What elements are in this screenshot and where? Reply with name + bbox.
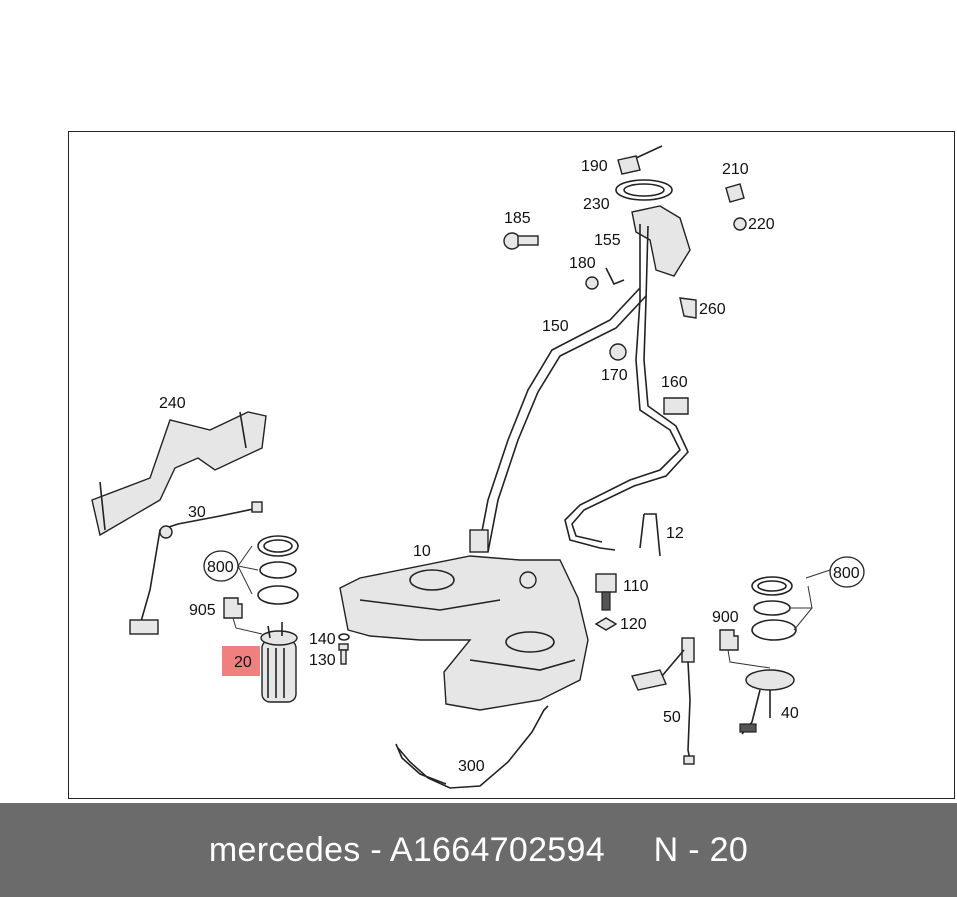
strap-300: [397, 705, 549, 789]
grommet-210: [725, 183, 745, 203]
parts-diagram: 190 230 210 220 185 155 180 260 150 170 …: [91, 145, 865, 789]
sensor-cable-50: [631, 637, 695, 765]
clip-260: [679, 297, 697, 319]
footer-caption: mercedes - A1664702594 N - 20: [209, 831, 748, 870]
filler-neck-155: [564, 205, 691, 551]
callout-50: 50: [663, 709, 681, 726]
callout-240: 240: [159, 395, 186, 412]
grommet-170: [609, 343, 627, 361]
reference-number: 20: [709, 830, 749, 869]
connector-905: [223, 597, 243, 619]
callout-185: 185: [504, 210, 531, 227]
callout-10: 10: [413, 543, 431, 560]
fuel-pump-20: [260, 622, 298, 703]
bolt-185: [503, 232, 539, 250]
callout-12: 12: [666, 525, 684, 542]
nut-220: [733, 217, 747, 231]
callout-150: 150: [542, 318, 569, 335]
bracket-180: [585, 267, 625, 290]
callout-170: 170: [601, 367, 628, 384]
brand-name: mercedes: [208, 830, 361, 869]
callout-260: 260: [699, 301, 726, 318]
highlight-box: [222, 646, 260, 676]
seal-rings-800-left: [257, 535, 299, 605]
part-number: A1664702594: [389, 830, 605, 869]
callout-140: 140: [309, 631, 336, 648]
fuel-cap-190: [617, 145, 663, 175]
spacer: [605, 831, 654, 869]
connector-900: [719, 629, 739, 651]
separator: -: [360, 830, 390, 869]
clamp-160: [663, 397, 689, 415]
reference-prefix: N -: [653, 830, 710, 869]
filler-pipe-150: [469, 287, 647, 553]
callout-20: 20: [234, 654, 252, 671]
sensor-cable-30: [129, 501, 263, 635]
heat-shield-240: [91, 411, 267, 537]
callout-230: 230: [583, 196, 610, 213]
callout-130: 130: [309, 652, 336, 669]
bracket-12: [639, 513, 661, 557]
callout-905: 905: [189, 602, 216, 619]
callout-800-right: 800: [829, 556, 865, 588]
svg-text:800: 800: [833, 565, 860, 582]
callout-900: 900: [712, 609, 739, 626]
callout-160: 160: [661, 374, 688, 391]
footer-bar: mercedes - A1664702594 N - 20: [0, 803, 957, 897]
callout-30: 30: [188, 504, 206, 521]
callout-110: 110: [623, 578, 649, 595]
callout-120: 120: [620, 616, 647, 633]
callout-180: 180: [569, 255, 596, 272]
nut-120: [594, 617, 618, 631]
bolt-130: [338, 643, 349, 665]
callout-40: 40: [781, 705, 799, 722]
seal-rings-800-right: [751, 576, 797, 641]
valve-110: [595, 573, 617, 611]
callout-210: 210: [722, 161, 749, 178]
callout-190: 190: [581, 158, 608, 175]
callout-220: 220: [748, 216, 775, 233]
level-sender-40: [739, 669, 795, 735]
svg-text:800: 800: [207, 559, 234, 576]
callout-800-left: 800: [203, 550, 239, 582]
callout-300: 300: [458, 758, 485, 775]
washer-140: [338, 633, 350, 641]
fuel-tank-10: [339, 555, 589, 711]
gasket-230: [615, 179, 673, 201]
callout-155: 155: [594, 232, 621, 249]
